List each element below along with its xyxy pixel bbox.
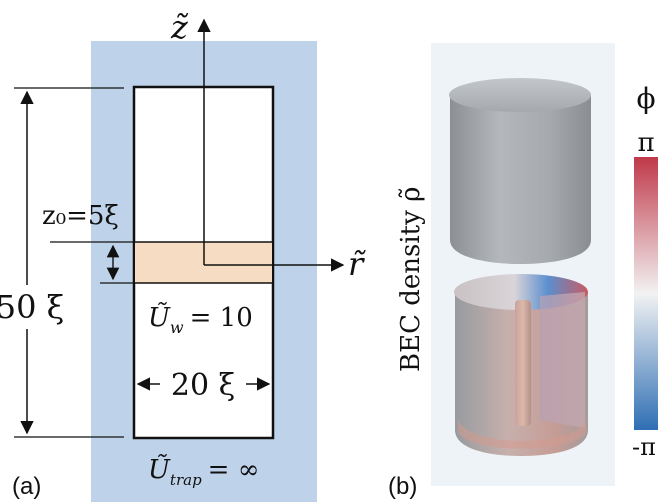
panel-b-label: (b) xyxy=(388,473,417,500)
width-label-backdrop xyxy=(160,362,246,402)
well-subscript: w xyxy=(170,318,184,337)
width-label: 20 ξ xyxy=(171,368,235,403)
well-symbol: Ũ xyxy=(148,301,171,333)
bottom-shading xyxy=(458,420,586,449)
trap-potential-label: Ũtrap = ∞ xyxy=(148,453,259,489)
height-label-backdrop xyxy=(2,285,62,329)
r-axis-label: r̃ xyxy=(348,245,367,283)
trap-symbol: Ũ xyxy=(148,453,171,485)
upper-cloud-body xyxy=(450,95,591,264)
colorbar-max-label: π xyxy=(637,128,654,158)
height-label: 50 ξ xyxy=(0,288,64,326)
upper-cloud-top xyxy=(449,78,591,112)
trap-value: = ∞ xyxy=(208,455,260,485)
well-potential-label: Ũw = 10 xyxy=(148,301,253,337)
phase-sheet xyxy=(540,292,585,428)
upper-density-cloud xyxy=(449,78,591,264)
z-axis-label: z̃ xyxy=(170,8,189,46)
lower-density-cloud xyxy=(454,274,588,456)
density-label: BEC density ρ̃ xyxy=(396,187,426,372)
z0-label: z₀=5ξ xyxy=(42,201,119,231)
colorbar-title: ϕ xyxy=(636,82,655,115)
trap-subscript: trap xyxy=(170,471,202,489)
panel-a: 50 ξ z₀=5ξ z̃ r̃ Ũw = 10 20 ξ Ũtrap = ∞ (a… xyxy=(0,8,367,502)
well-value: = 10 xyxy=(190,303,253,333)
colorbar-min-label: -π xyxy=(632,433,656,461)
phase-colorbar xyxy=(634,157,658,430)
panel-b: BEC density ρ̃ ϕ π -π (b) xyxy=(388,43,658,500)
panel-a-label: (a) xyxy=(12,473,41,500)
vortex-core xyxy=(515,300,531,426)
